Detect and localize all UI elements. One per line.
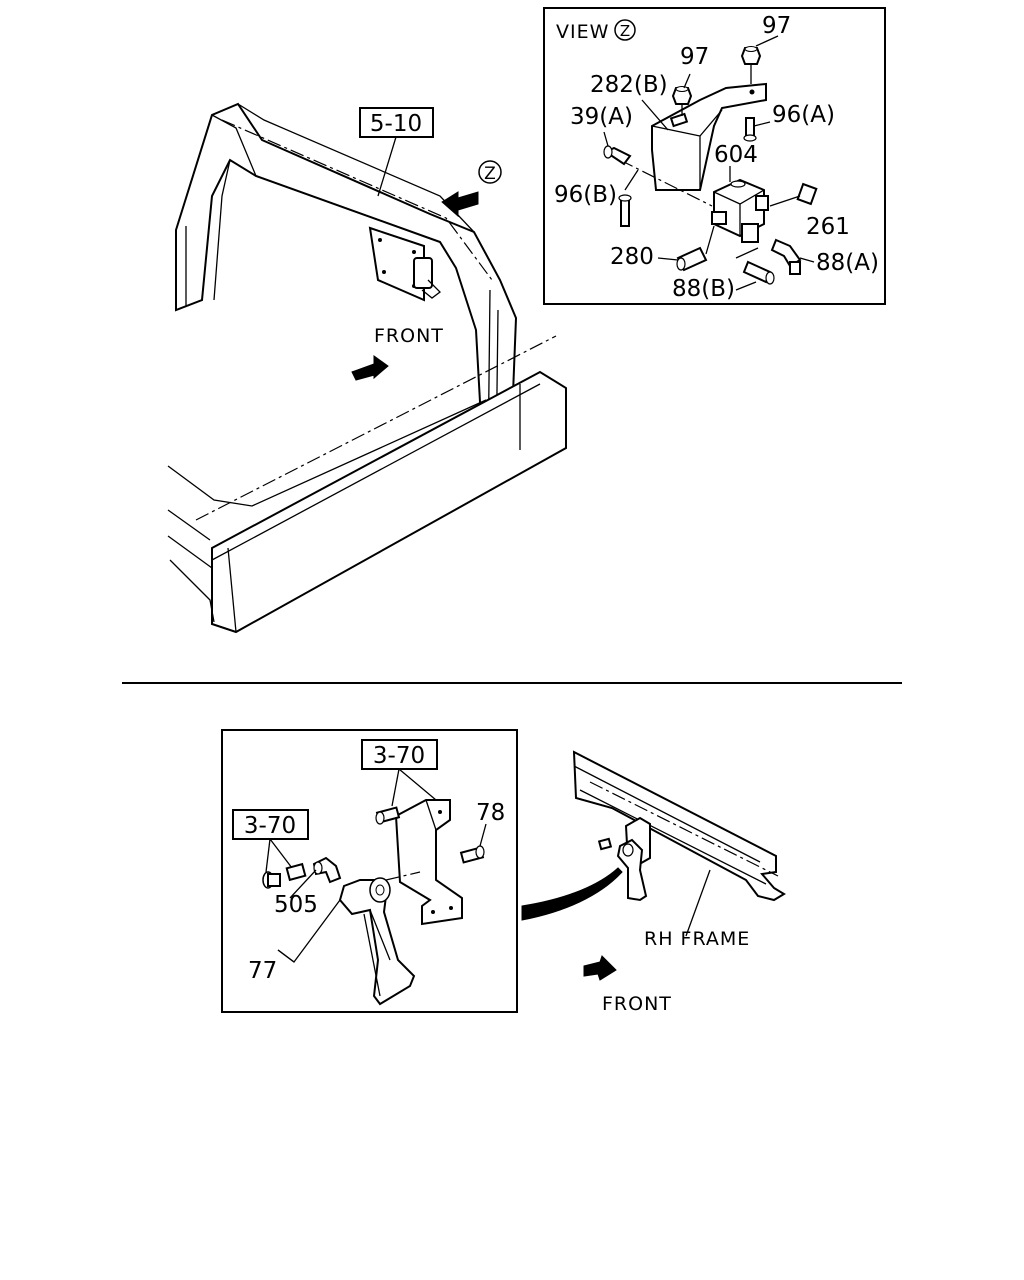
callout-97-mid: 97	[680, 44, 709, 70]
callout-261: 261	[806, 214, 850, 240]
view-z-letter: Z	[484, 164, 496, 184]
ref-box-3-70-upper: 3-70	[373, 743, 425, 769]
callout-282b: 282(B)	[590, 72, 668, 98]
top-assembly-illustration	[167, 102, 567, 634]
callout-604: 604	[714, 142, 758, 168]
callout-78: 78	[476, 800, 505, 826]
callout-280: 280	[610, 244, 654, 270]
front-label-top: FRONT	[374, 325, 444, 347]
front-label-bottom: FRONT	[602, 993, 672, 1015]
callout-88b: 88(B)	[672, 276, 735, 302]
callout-96b: 96(B)	[554, 182, 617, 208]
ref-box-5-10-label: 5-10	[370, 111, 422, 137]
view-z-inset-frame	[543, 7, 886, 305]
callout-88a: 88(A)	[816, 250, 879, 276]
view-z-inset-prefix: VIEW	[556, 21, 609, 43]
view-z-marker: Z	[441, 160, 502, 218]
rh-frame-label: RH FRAME	[644, 928, 750, 950]
horn-inset: 3-70 3-70	[221, 729, 518, 1013]
horn-inset-frame	[221, 729, 518, 1013]
ref-box-3-70-lower: 3-70	[244, 813, 296, 839]
callout-96a: 96(A)	[772, 102, 835, 128]
detail-pointer-arrow	[521, 867, 623, 921]
view-z-inset-letter: Z	[620, 22, 630, 40]
callout-77: 77	[248, 958, 277, 984]
ref-box-5-10: 5-10	[359, 107, 434, 197]
callout-505: 505	[274, 892, 318, 918]
callout-97-top: 97	[762, 13, 791, 39]
callout-39a: 39(A)	[570, 104, 633, 130]
front-indicator-top: FRONT	[351, 325, 444, 381]
rh-frame-illustration: RH FRAME	[572, 750, 786, 950]
front-indicator-bottom: FRONT	[583, 955, 672, 1015]
view-z-inset: VIEW Z	[543, 7, 886, 305]
